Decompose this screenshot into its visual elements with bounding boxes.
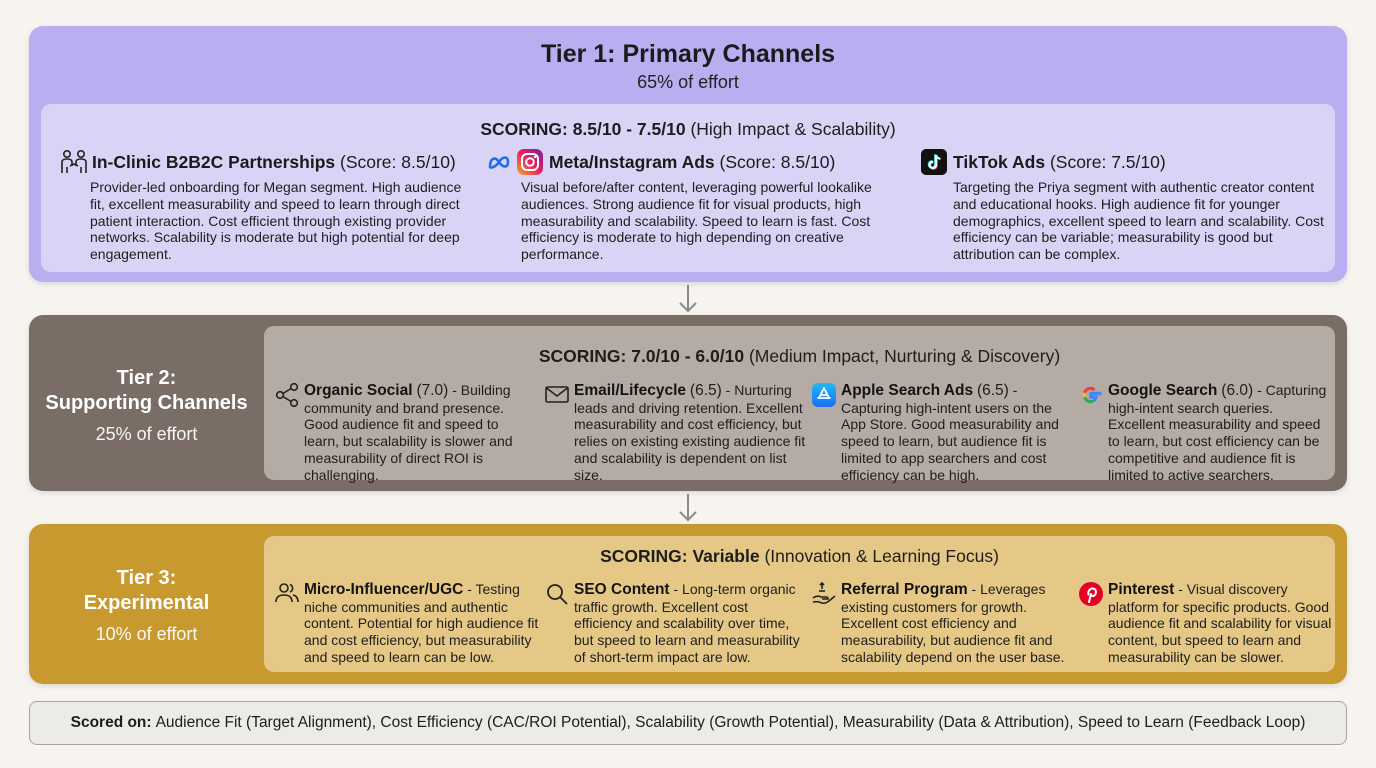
tier-1-scoring: SCORING: 8.5/10 - 7.5/10 (High Impact & … (480, 119, 896, 139)
share-icon (274, 382, 300, 408)
meta-instagram-icon (487, 148, 545, 176)
app-store-icon (811, 382, 837, 408)
channel-name: Apple Search Ads (841, 382, 974, 399)
tier-1-panel: Tier 1: Primary Channels 65% of effort S… (29, 26, 1347, 282)
tier-2-scoring-box: SCORING: 7.0/10 - 6.0/10 (Medium Impact,… (264, 326, 1335, 483)
tier-2-label: Tier 2:Supporting Channels 25% of effort (29, 366, 264, 445)
google-icon (1078, 382, 1104, 408)
people-handshake-icon (58, 148, 90, 176)
channel-card-apple-search-ads: Apple Search Ads (6.5) - Capturing high-… (811, 382, 1061, 483)
channel-name: Pinterest (1108, 581, 1175, 598)
channel-description: - Long-term organic traffic growth. Exce… (574, 581, 800, 665)
tiktok-icon (920, 148, 948, 176)
footer-label: Scored on: (70, 714, 152, 731)
channel-score: (6.0) (1221, 382, 1254, 399)
channel-card-referral-program: Referral Program - Leverages existing cu… (811, 581, 1066, 666)
channel-description: - Leverages existing customers for growt… (841, 581, 1065, 665)
down-arrow-icon (679, 285, 697, 313)
channel-description: Targeting the Priya segment with authent… (953, 179, 1324, 263)
channel-name: Email/Lifecycle (574, 382, 687, 399)
channel-card-organic-social: Organic Social (7.0) - Building communit… (274, 382, 519, 483)
tier-1-effort: 65% of effort (637, 72, 739, 92)
search-icon (544, 581, 570, 607)
channel-card-tiktok: TikTok Ads (Score: 7.5/10) Targeting the… (920, 148, 1330, 263)
channel-description: - Testing niche communities and authenti… (304, 581, 539, 665)
channel-card-meta-instagram: Meta/Instagram Ads (Score: 8.5/10) Visua… (487, 148, 887, 263)
channel-name: Organic Social (304, 382, 413, 399)
channel-name: Meta/Instagram Ads (549, 151, 715, 172)
down-arrow-icon (679, 494, 697, 522)
channel-description: - Capturing high-intent search queries. … (1108, 382, 1327, 483)
channel-name: Referral Program (841, 581, 968, 598)
envelope-icon (544, 382, 570, 406)
channel-card-pinterest: Pinterest - Visual discovery platform fo… (1078, 581, 1333, 666)
tier-3-scoring-box: SCORING: Variable (Innovation & Learning… (264, 536, 1335, 672)
channel-name: TikTok Ads (953, 151, 1046, 172)
channel-card-google-search: Google Search (6.0) - Capturing high-int… (1078, 382, 1328, 483)
channel-score: (Score: 8.5/10) (719, 151, 836, 172)
channel-card-micro-influencer: Micro-Influencer/UGC - Testing niche com… (274, 581, 539, 666)
tier-3-scoring: SCORING: Variable (Innovation & Learning… (600, 546, 999, 566)
channel-score: (7.0) (416, 382, 449, 399)
channel-name: In-Clinic B2B2C Partnerships (92, 151, 336, 172)
channel-description: Provider-led onboarding for Megan segmen… (90, 179, 462, 263)
pinterest-icon (1078, 581, 1104, 607)
channel-score: (6.5) (689, 382, 722, 399)
channel-description: - Building community and brand presence.… (304, 382, 513, 483)
tier-1-scoring-box: SCORING: 8.5/10 - 7.5/10 (High Impact & … (41, 104, 1335, 272)
channel-description: - Visual discovery platform for specific… (1108, 581, 1332, 665)
footer-text: Audience Fit (Target Alignment), Cost Ef… (155, 714, 1306, 731)
channel-card-seo-content: SEO Content - Long-term organic traffic … (544, 581, 806, 666)
tier-1-title: Tier 1: Primary Channels (540, 40, 836, 68)
channel-description: - Capturing high-intent users on the App… (841, 382, 1059, 483)
channel-name: SEO Content (574, 581, 670, 598)
channel-score: (Score: 7.5/10) (1049, 151, 1166, 172)
scoring-criteria-footer: Scored on: Audience Fit (Target Alignmen… (29, 701, 1347, 745)
tier-2-effort: 25% of effort (95, 424, 198, 444)
tier-3-effort: 10% of effort (95, 624, 198, 644)
tier-3-label: Tier 3:Experimental 10% of effort (29, 566, 264, 645)
channel-score: (6.5) (976, 382, 1009, 399)
tier-3-panel: Tier 3:Experimental 10% of effort SCORIN… (29, 524, 1347, 684)
channel-name: Google Search (1108, 382, 1218, 399)
tier-2-scoring: SCORING: 7.0/10 - 6.0/10 (Medium Impact,… (538, 346, 1061, 366)
channel-description: - Nurturing leads and driving retention.… (574, 382, 806, 483)
users-icon (274, 581, 300, 605)
channel-score: (Score: 8.5/10) (340, 151, 456, 172)
channel-name: Micro-Influencer/UGC (304, 581, 464, 598)
hand-offering-icon (811, 581, 837, 607)
channel-card-in-clinic: In-Clinic B2B2C Partnerships (Score: 8.5… (58, 148, 468, 263)
channel-description: Visual before/after content, leveraging … (521, 179, 872, 263)
channel-card-email-lifecycle: Email/Lifecycle (6.5) - Nurturing leads … (544, 382, 806, 483)
tier-2-panel: Tier 2:Supporting Channels 25% of effort… (29, 315, 1347, 491)
